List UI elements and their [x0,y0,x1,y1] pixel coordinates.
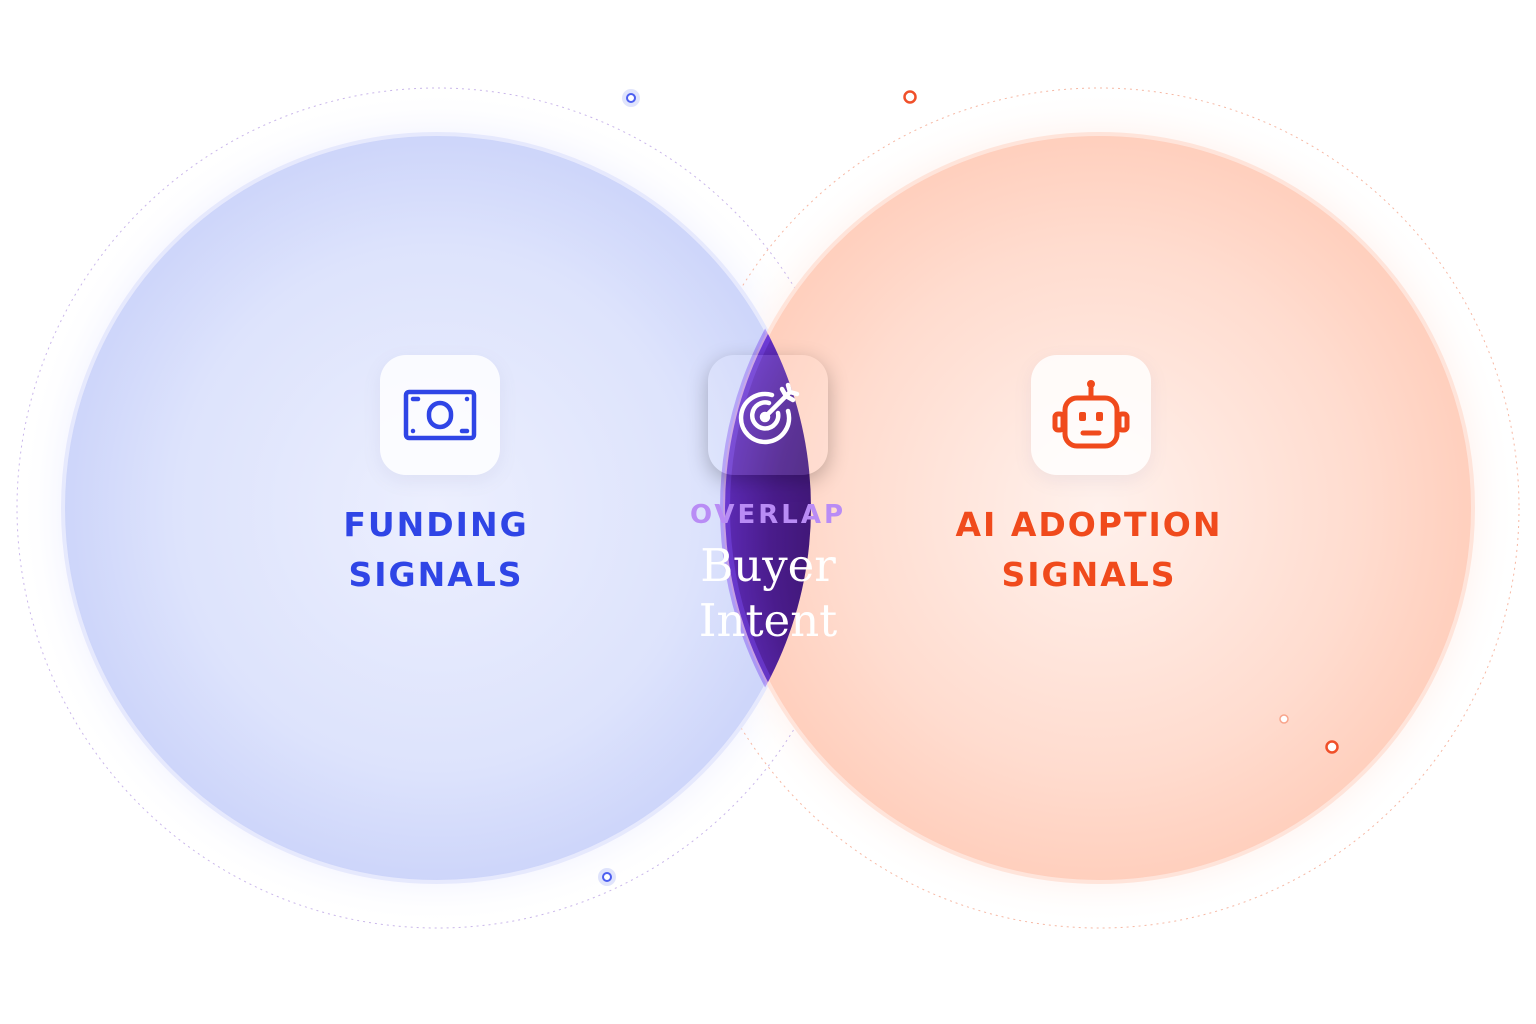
overlap-label: OVERLAP [689,500,847,530]
orbit-node [1279,714,1289,724]
ai-adoption-signals-label: AI ADOPTION SIGNALS [938,500,1240,600]
orbit-node [622,89,640,107]
target-arrow-icon [738,382,800,445]
funding-label-line2: SIGNALS [348,555,524,594]
robot-icon [1052,380,1130,449]
money-bill-icon [403,389,477,441]
orbit-node [598,868,616,886]
overlap-icon-tile [708,355,828,475]
ai-adoption-icon-tile [1031,355,1151,475]
ai-adoption-label-line2: SIGNALS [1001,555,1177,594]
right-orbit [678,87,1520,929]
overlap-lens-glow [720,134,811,882]
overlap-title-line1: Buyer [700,539,836,592]
buyer-intent-title: Buyer Intent [648,538,888,648]
funding-label-line1: FUNDING [343,505,529,544]
funding-signals-label: FUNDING SIGNALS [300,500,572,600]
funding-icon-tile [380,355,500,475]
overlap-title-line2: Intent [698,594,838,647]
orbit-node [1325,740,1339,754]
orbit-node [903,90,917,104]
ai-adoption-label-line1: AI ADOPTION [955,505,1223,544]
